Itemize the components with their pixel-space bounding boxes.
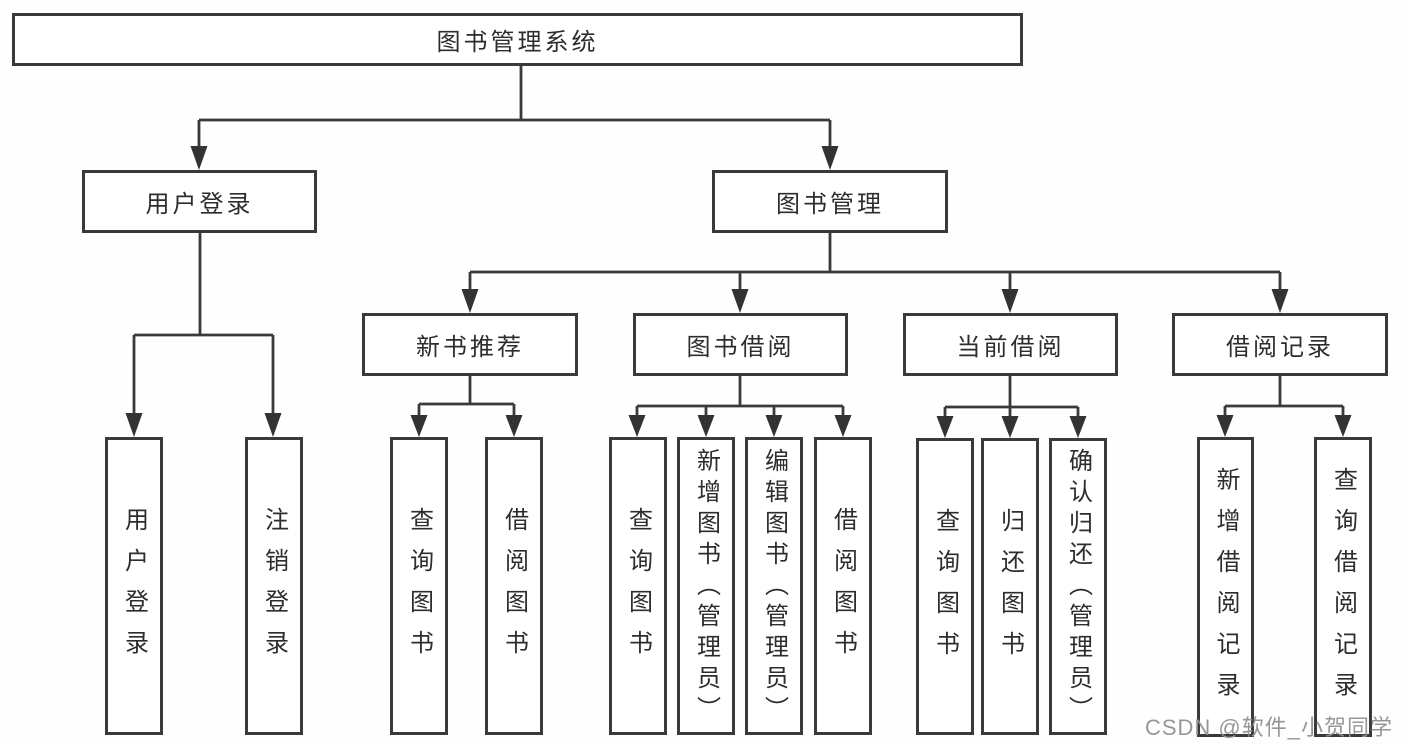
leaf-logout: 注销登录 bbox=[245, 437, 303, 735]
node-new-book-recommend: 新书推荐 bbox=[362, 313, 578, 376]
leaf-borrow-books-borrowing: 借阅图书 bbox=[814, 437, 872, 735]
node-book-management: 图书管理 bbox=[712, 170, 948, 233]
leaf-edit-books-admin: 编辑图书（管理员） bbox=[745, 437, 803, 735]
leaf-add-borrow-record: 新增借阅记录 bbox=[1197, 437, 1254, 737]
node-borrowing-records: 借阅记录 bbox=[1172, 313, 1388, 376]
watermark: CSDN @软件_小贺同学 bbox=[1144, 715, 1393, 740]
leaf-query-books-recommend: 查询图书 bbox=[390, 437, 448, 735]
arrow-heads bbox=[125, 146, 1352, 438]
leaf-query-books-current: 查询图书 bbox=[916, 438, 974, 735]
node-library-system: 图书管理系统 bbox=[12, 13, 1023, 66]
leaf-return-books: 归还图书 bbox=[981, 438, 1039, 735]
node-book-borrowing: 图书借阅 bbox=[633, 313, 848, 376]
leaf-confirm-return-admin: 确认归还（管理员） bbox=[1049, 438, 1107, 735]
leaf-query-books-borrowing: 查询图书 bbox=[609, 437, 667, 735]
node-current-borrowing: 当前借阅 bbox=[903, 313, 1118, 376]
leaf-borrow-books-recommend: 借阅图书 bbox=[485, 437, 543, 735]
leaf-add-books-admin: 新增图书（管理员） bbox=[677, 437, 735, 735]
leaf-user-login: 用户登录 bbox=[105, 437, 163, 735]
leaf-query-borrow-record: 查询借阅记录 bbox=[1314, 437, 1372, 737]
node-user-login: 用户登录 bbox=[82, 170, 317, 233]
